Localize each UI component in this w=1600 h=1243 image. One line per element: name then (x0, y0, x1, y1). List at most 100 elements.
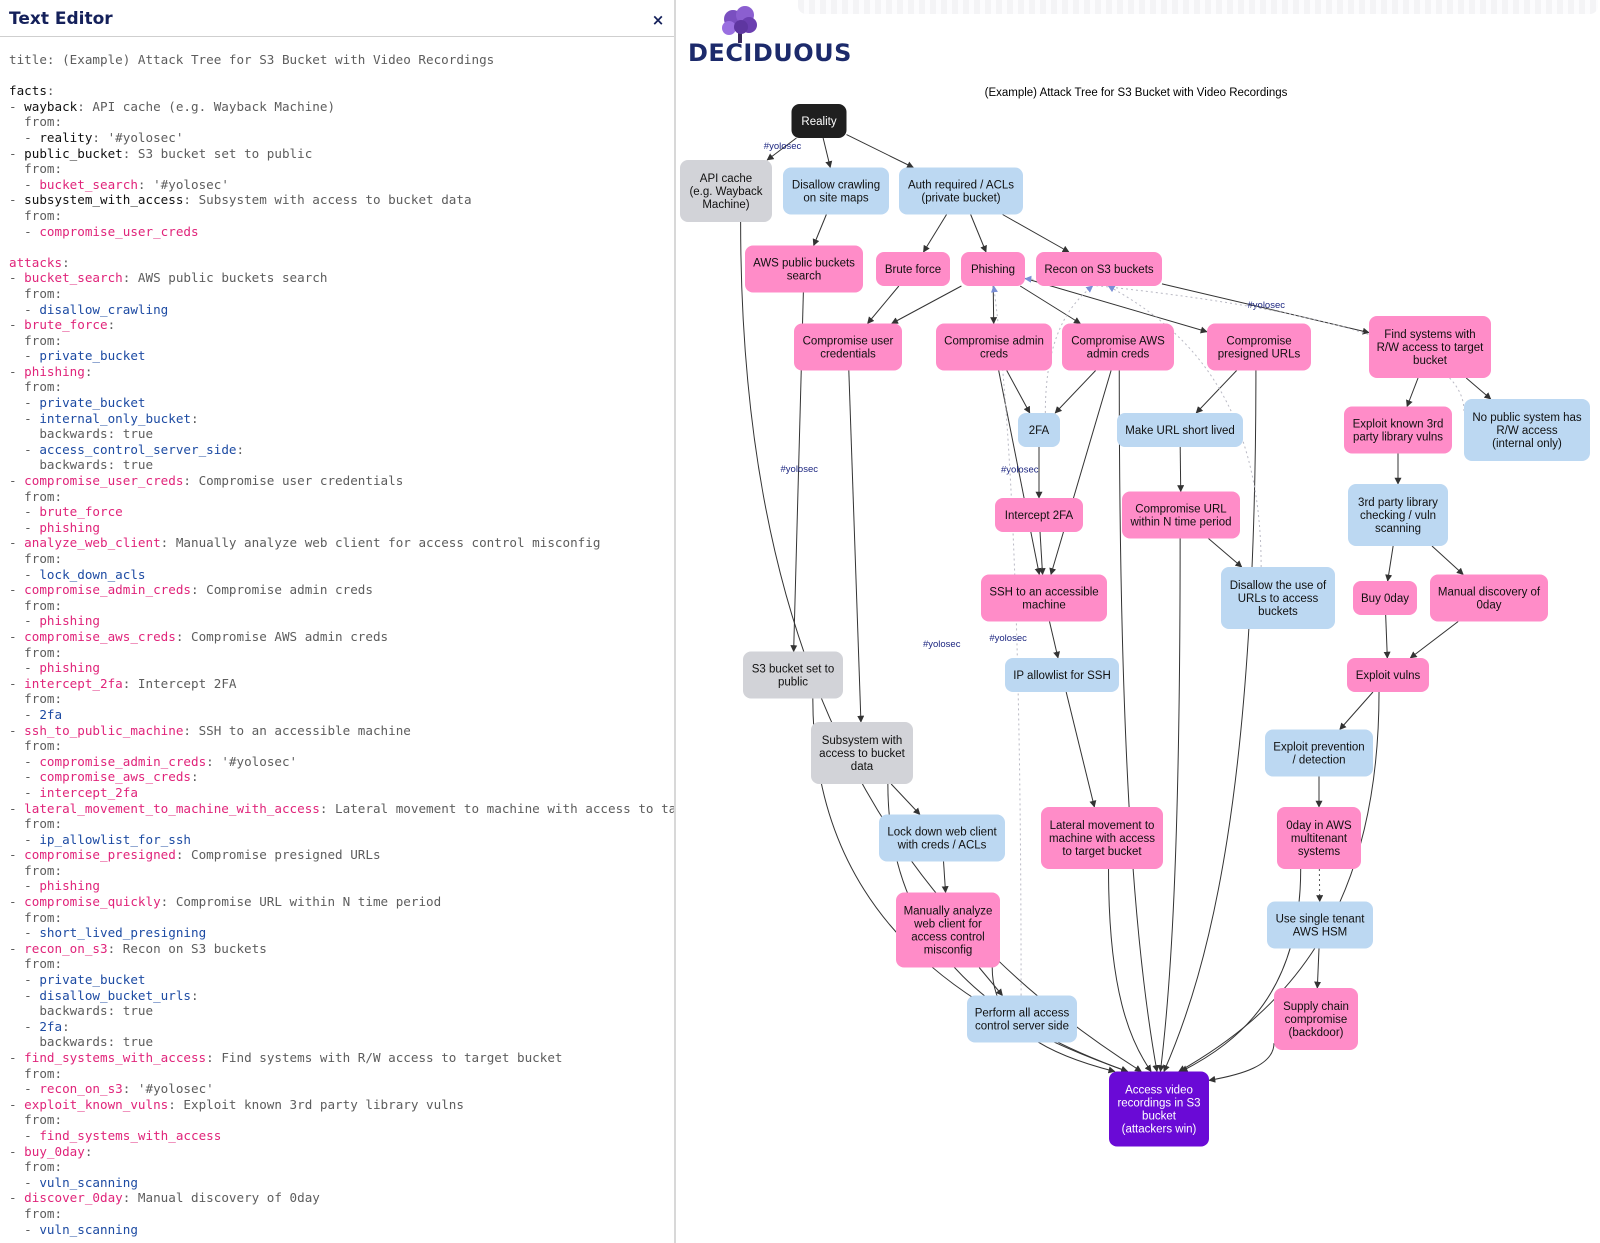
edge-short_lived_presigning-to-compromise_quickly (1177, 446, 1185, 493)
editor-key-token: lateral_movement_to_machine_with_access (24, 800, 320, 816)
editor-key-token: buy_0day (24, 1143, 85, 1159)
edge-label: #yolosec (764, 141, 802, 152)
decorative-header-band (798, 0, 1598, 14)
editor-line: - compromise_admin_creds: Compromise adm… (9, 582, 674, 598)
editor-text-token: : (62, 1018, 70, 1034)
editor-text-token: backwards: true (9, 457, 154, 473)
edge-compromise_admin_creds-to-2fa (1006, 370, 1031, 414)
editor-text-token: - (9, 1190, 25, 1206)
node-label: creds (980, 349, 1008, 361)
editor-line: from: (9, 863, 674, 879)
editor-line: - private_bucket (9, 972, 674, 988)
edge-find_systems_with_access-to-internal_only_bucket (1465, 377, 1492, 400)
node-exploit-vulns[interactable]: Exploit vulns (1347, 658, 1429, 692)
node-private-bucket[interactable]: Auth required / ACLs(private bucket) (899, 167, 1023, 215)
editor-line: - ip_allowlist_for_ssh (9, 832, 674, 848)
node-label: S3 bucket set to (752, 664, 834, 676)
editor-text-token: from: (9, 488, 63, 504)
node-box (680, 160, 772, 222)
edge-compromise_quickly-to-goal (1157, 538, 1181, 1073)
node-buy-0day[interactable]: Buy 0day (1353, 581, 1417, 615)
editor-text-token: from: (9, 597, 63, 613)
node-label: IP allowlist for SSH (1013, 670, 1111, 682)
close-icon[interactable]: × (651, 11, 665, 29)
editor-line: - compromise_aws_creds: Compromise AWS a… (9, 629, 674, 645)
node-intercept-2fa[interactable]: Intercept 2FA (995, 498, 1083, 532)
editor-text-token: - (9, 176, 40, 192)
node-2fa[interactable]: 2FA (1018, 413, 1060, 447)
editor-line: from: (9, 645, 674, 661)
node-short-lived-presigning[interactable]: Make URL short lived (1117, 413, 1243, 447)
editor-reference-token: vuln_scanning (39, 1174, 138, 1190)
node-label: Auth required / ACLs (908, 180, 1014, 192)
editor-text-token: from: (9, 956, 63, 972)
node-phishing[interactable]: Phishing (961, 252, 1025, 286)
node-label: Manually analyze (904, 906, 993, 918)
editor-line: from: (9, 956, 674, 972)
node-label: credentials (820, 349, 876, 361)
editor-line: - phishing (9, 878, 674, 894)
editor-text-token: - (9, 270, 25, 286)
node-label: presigned URLs (1218, 349, 1301, 361)
edge-compromise_aws_creds-to-goal (1118, 370, 1160, 1073)
editor-key-token: find_systems_with_access (24, 1050, 207, 1065)
node-label: access control (911, 932, 985, 944)
editor-line: - phishing: (9, 364, 674, 380)
editor-line: - 2fa: (9, 1018, 674, 1035)
editor-line: - recon_on_s3: '#yolosec' (9, 1081, 674, 1097)
node-reality[interactable]: Reality (791, 104, 847, 138)
editor-header: Text Editor × (0, 0, 674, 37)
node-exploit-prevention[interactable]: Exploit prevention/ detection (1265, 729, 1373, 777)
editor-text-token: - (9, 972, 40, 988)
node-brute-force[interactable]: Brute force (876, 252, 950, 286)
editor-line: backwards: true (9, 1034, 674, 1050)
editor-text-token: - (9, 98, 25, 114)
editor-line: - recon_on_s3: Recon on S3 buckets (9, 941, 674, 957)
node-ip-allowlist-for-ssh[interactable]: IP allowlist for SSH (1005, 658, 1119, 692)
editor-text-token: - (9, 753, 40, 769)
editor-text-token: - (9, 223, 40, 239)
editor-line: from: (9, 1066, 674, 1082)
editor-text-token: from: (9, 909, 63, 925)
editor-line (9, 68, 674, 84)
editor-text-token: from: (9, 379, 63, 395)
yaml-editor-textarea[interactable]: title: (Example) Attack Tree for S3 Buck… (9, 52, 674, 1237)
node-label: Use single tenant (1276, 914, 1366, 926)
editor-text-token: - (9, 769, 40, 785)
node-recon-on-s3[interactable]: Recon on S3 buckets (1036, 252, 1162, 286)
editor-text-token: : (62, 254, 70, 270)
editor-text-token: - (9, 660, 40, 676)
editor-key-token: bucket_search (24, 270, 123, 286)
node-label: / detection (1292, 755, 1345, 767)
editor-line: from: (9, 161, 674, 177)
editor-line: from: (9, 691, 674, 707)
node-label: Access video (1125, 1085, 1193, 1097)
node-label: scanning (1375, 523, 1421, 535)
editor-line: from: (9, 488, 674, 505)
